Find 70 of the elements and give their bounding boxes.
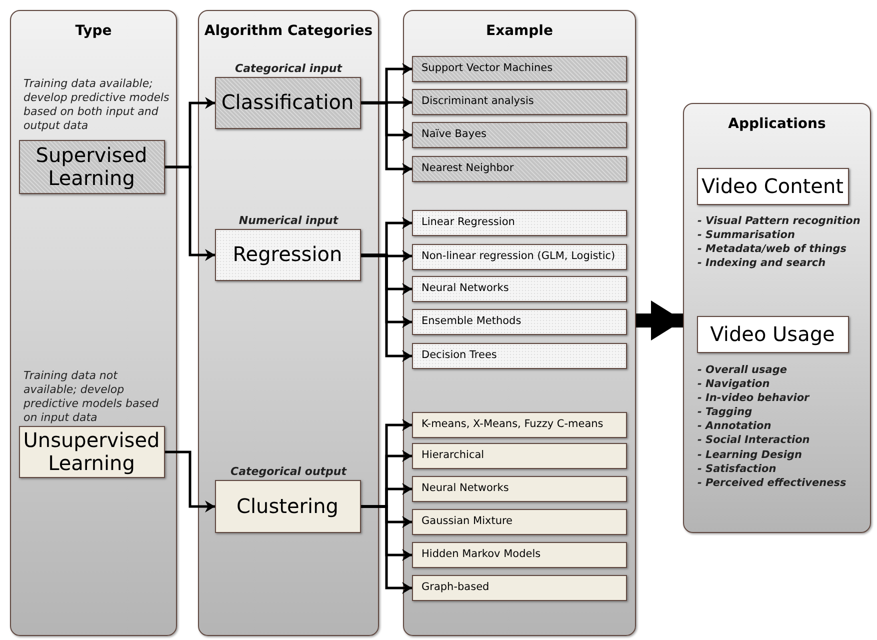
column-panel: [683, 103, 871, 533]
category-box: [412, 56, 626, 82]
category-box: [412, 210, 626, 236]
bullet-item: - Perceived effectiveness: [698, 476, 848, 490]
bullet-item: - Tagging: [698, 405, 754, 420]
column-heading: Applications: [727, 116, 827, 132]
column-panel: [403, 10, 636, 636]
box-label: Decision Trees: [422, 349, 497, 362]
category-box: [412, 88, 626, 114]
arrow: [361, 250, 412, 262]
bullet-item: - Visual Pattern recognition: [698, 214, 862, 228]
box-label: Neural Networks: [422, 282, 509, 295]
description-note: Training data not available; develop predictive models based on input data: [24, 368, 160, 426]
arrow: [361, 96, 412, 108]
column-heading: Type: [74, 23, 113, 39]
box-label: Nearest Neighbor: [422, 162, 514, 175]
category-box: [412, 308, 626, 334]
category-box: [412, 508, 626, 534]
box-label: Unsupervised Learning: [22, 428, 161, 474]
bullet-item: - Learning Design: [698, 448, 803, 462]
category-box: [412, 476, 626, 502]
description-note: Training data available; develop predictive models based on both input and output data: [24, 76, 170, 134]
box-label: Neural Networks: [422, 482, 509, 495]
box-label: Hierarchical: [422, 449, 484, 462]
column-heading: Algorithm Categories: [203, 23, 374, 39]
box-label: Gaussian Mixture: [422, 515, 513, 528]
box-label: Naïve Bayes: [422, 128, 486, 141]
category-box: [412, 442, 626, 468]
bullet-item: - Satisfaction: [698, 462, 778, 476]
column-panel: [198, 10, 379, 636]
box-label: Graph-based: [422, 581, 490, 594]
category-box: [412, 276, 626, 302]
category-box: [412, 574, 626, 600]
category-box: [412, 412, 626, 438]
box-label: Classification: [221, 91, 354, 114]
input-type-label: Categorical output: [230, 464, 348, 478]
bullet-item: - Overall usage: [698, 362, 788, 377]
bullet-item: - In-video behavior: [698, 390, 811, 406]
category-box: [412, 244, 626, 270]
category-box: [412, 122, 626, 148]
arrow: [165, 166, 215, 261]
column-panel: [10, 10, 177, 636]
category-box: [412, 342, 626, 368]
bullet-item: - Metadata/web of things: [698, 242, 848, 256]
arrow: [165, 450, 215, 512]
box-label: Video Usage: [710, 322, 835, 346]
box-label: Hidden Markov Models: [422, 548, 541, 561]
box-label: Ensemble Methods: [422, 315, 522, 328]
bullet-item: - Social Interaction: [698, 433, 811, 448]
box-label: Linear Regression: [422, 216, 515, 229]
box-label: Discriminant analysis: [422, 95, 534, 108]
input-type-label: Numerical input: [238, 214, 340, 226]
box-label: Clustering: [236, 494, 338, 518]
bullet-item: - Summarisation: [698, 228, 796, 242]
arrow: [361, 102, 412, 175]
bullet-item: - Annotation: [698, 419, 772, 434]
box-label: Regression: [232, 243, 342, 266]
category-box: [412, 156, 626, 182]
box-label: Support Vector Machines: [422, 62, 553, 75]
input-type-label: Categorical input: [234, 62, 344, 74]
category-box: [412, 542, 626, 568]
bullet-item: - Indexing and search: [698, 256, 827, 270]
arrow: [361, 254, 412, 362]
column-heading: Example: [485, 23, 554, 39]
box-label: Video Content: [702, 174, 844, 198]
block-arrow: [636, 300, 683, 340]
box-label: K-means, X-Means, Fuzzy C-means: [422, 418, 604, 431]
box-label: Non-linear regression (GLM, Logistic): [422, 250, 616, 263]
box-label: Supervised Learning: [34, 144, 148, 190]
bullet-item: - Navigation: [698, 376, 771, 391]
